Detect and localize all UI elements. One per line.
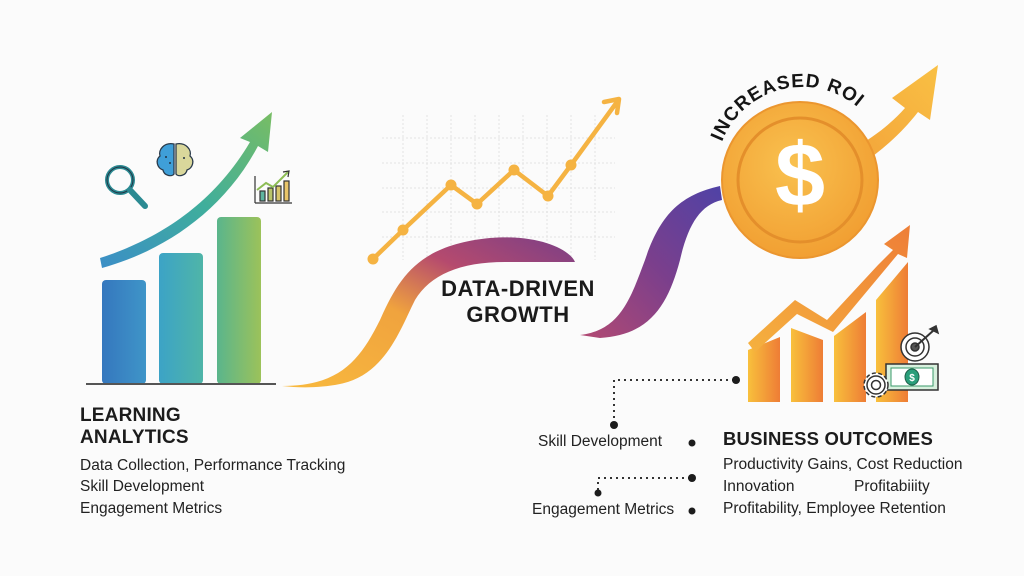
connector-label-skill: Skill Development: [538, 433, 663, 450]
right-ribbon: [580, 186, 722, 338]
magnifier-icon: [105, 165, 148, 209]
mini-chart-icon: [254, 170, 292, 204]
target-icon: [900, 324, 940, 362]
growth-chart-grid: [382, 115, 615, 260]
learning-analytics-item: Skill Development: [80, 478, 205, 495]
dollar-icon: $: [774, 126, 826, 226]
connector-label-engagement: Engagement Metrics: [532, 501, 675, 518]
business-outcomes-heading: BUSINESS OUTCOMES: [723, 428, 934, 449]
growth-arrow: [100, 112, 272, 268]
money-bill-icon: $: [885, 363, 939, 391]
center-title-line-1: DATA-DRIVEN: [441, 276, 595, 301]
business-outcomes-line-2-left: Innovation: [723, 478, 795, 495]
center-title-line-2: GROWTH: [466, 302, 570, 327]
bar-3: [217, 217, 261, 384]
learning-analytics-heading-2: ANALYTICS: [80, 427, 189, 448]
brain-icon: [156, 143, 194, 177]
learning-analytics-item: Data Collection, Performance Tracking: [80, 457, 346, 474]
business-outcomes-line-3: Profitability, Employee Retention: [723, 500, 946, 517]
learning-analytics-heading-1: LEARNING: [80, 405, 181, 426]
bar-2: [159, 253, 203, 384]
learning-analytics-item: Engagement Metrics: [80, 500, 223, 517]
roi-coin: [721, 101, 879, 259]
connector-dots: [594, 376, 740, 515]
business-outcomes-line-2-right: Profitabiiity: [854, 478, 930, 495]
business-outcomes-line-1: Productivity Gains, Cost Reduction: [723, 456, 963, 473]
gear-icon: [863, 372, 889, 398]
center-ribbon: [282, 237, 575, 388]
learning-analytics-chart: [86, 112, 276, 385]
roi-arrow: [850, 65, 938, 165]
svg-text:$: $: [909, 373, 915, 384]
bar-1: [102, 280, 146, 384]
growth-line-chart: [367, 96, 622, 265]
connector-lines: [597, 379, 734, 493]
